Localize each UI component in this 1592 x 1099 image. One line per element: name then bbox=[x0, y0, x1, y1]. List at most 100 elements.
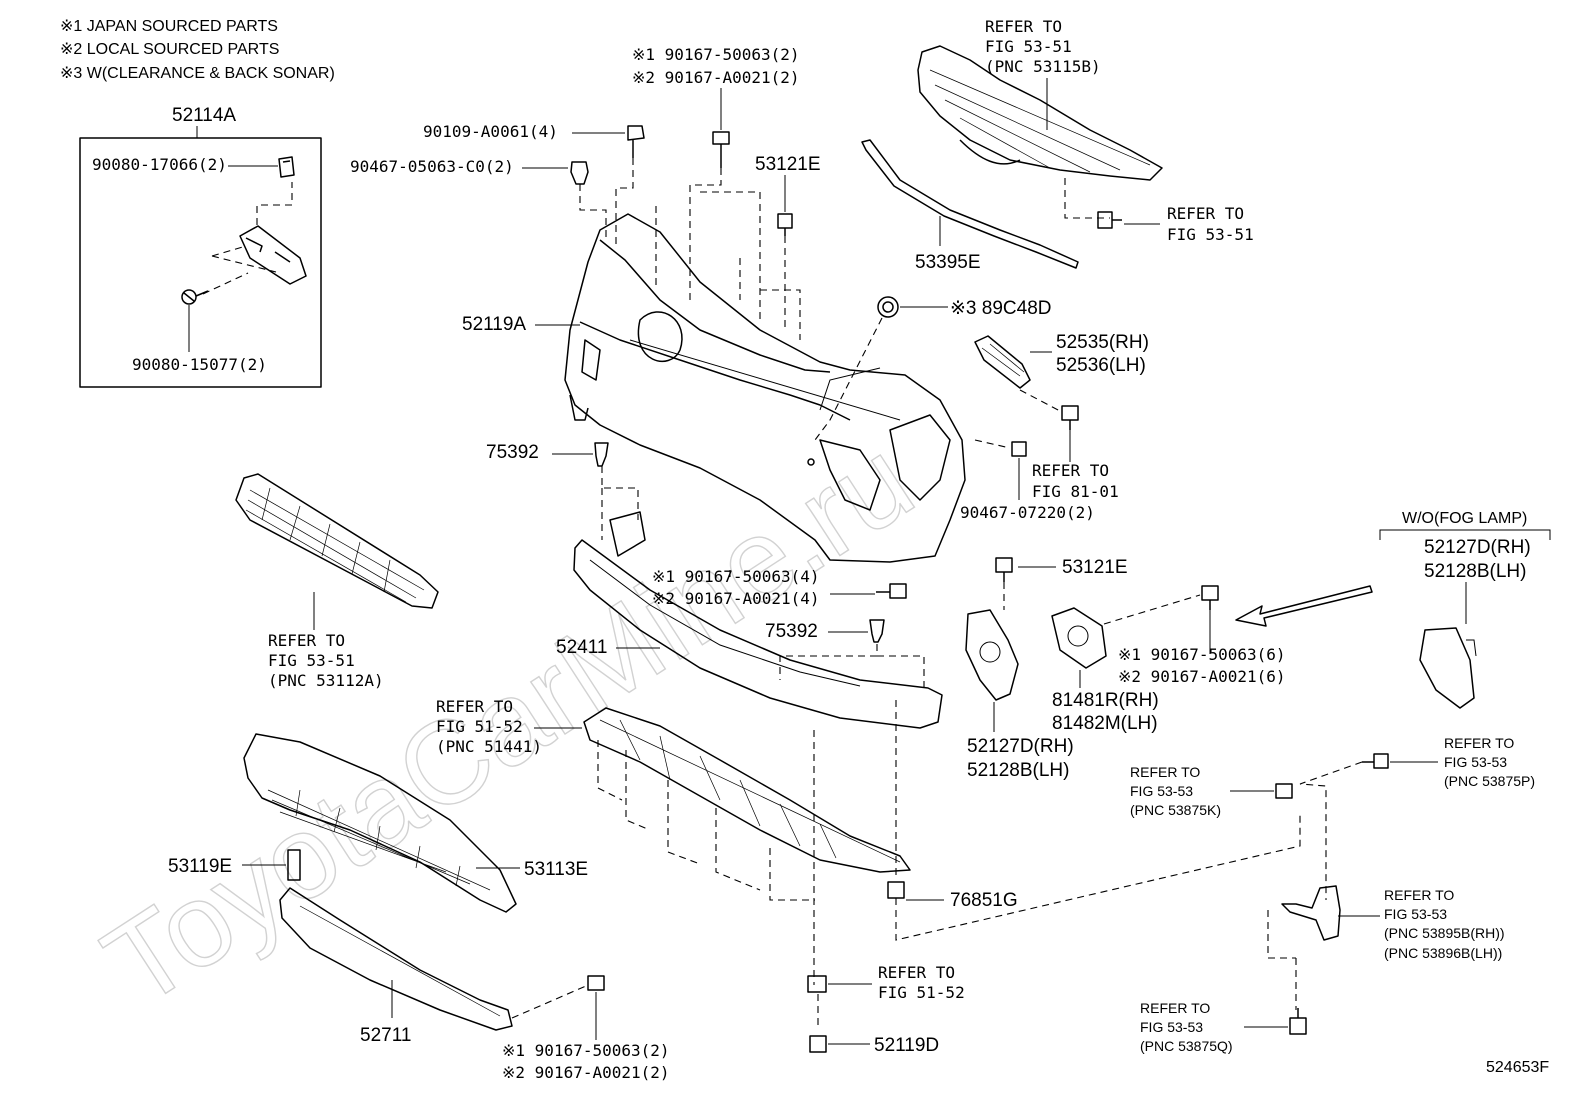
label-refer-5353-k1: REFER TO bbox=[1130, 764, 1200, 780]
label-refer-grille-2[interactable]: FIG 53-51 bbox=[268, 651, 355, 670]
label-refer-5152-a2[interactable]: FIG 51-52 bbox=[436, 717, 523, 736]
label-refer-5353-b3: (PNC 53895B(RH)) bbox=[1384, 925, 1505, 941]
label-refer-8101-2[interactable]: FIG 81-01 bbox=[1032, 482, 1119, 501]
label-refer-5353-q1: REFER TO bbox=[1140, 1000, 1210, 1016]
grille-53112a bbox=[235, 473, 439, 609]
label-right-fastener-1[interactable]: ※1 90167-50063(6) bbox=[1118, 645, 1286, 664]
clip-5351-icon bbox=[1097, 211, 1122, 229]
sonar-sensor-89c48d-icon bbox=[877, 296, 899, 318]
label-75392-a[interactable]: 75392 bbox=[486, 442, 539, 463]
underbody-cover-51441 bbox=[583, 707, 911, 873]
clip-53875p-icon bbox=[1362, 753, 1389, 769]
clip-75392-b-icon bbox=[869, 619, 885, 643]
fog-bracket-81481r bbox=[1051, 607, 1107, 669]
label-52119a[interactable]: 52119A bbox=[462, 314, 526, 335]
clip-5152-icon bbox=[807, 975, 827, 993]
label-refer-5152-b2[interactable]: FIG 51-52 bbox=[878, 983, 965, 1002]
bolt-90080-15077-icon bbox=[181, 289, 209, 305]
label-52128b[interactable]: 52128B(LH) bbox=[967, 760, 1069, 781]
label-refer-5351-b1: REFER TO bbox=[1167, 204, 1244, 223]
label-52127d-top[interactable]: 52127D(RH) bbox=[1424, 537, 1531, 558]
label-wo-fog-lamp: W/O(FOG LAMP) bbox=[1402, 510, 1527, 527]
label-53121e-top[interactable]: 53121E bbox=[755, 154, 821, 175]
label-53119e[interactable]: 53119E bbox=[168, 856, 232, 877]
inset-part-90080-17066[interactable]: 90080-17066(2) bbox=[92, 155, 227, 174]
label-53395e[interactable]: 53395E bbox=[915, 252, 981, 273]
bumper-cover-52119a bbox=[564, 213, 966, 563]
bolt-52119d-icon bbox=[809, 1035, 827, 1053]
bracket-53895b bbox=[1281, 885, 1341, 941]
label-refer-5353-p2[interactable]: FIG 53-53 bbox=[1444, 754, 1507, 770]
label-90467-05063[interactable]: 90467-05063-C0(2) bbox=[350, 157, 514, 176]
label-81482m[interactable]: 81482M(LH) bbox=[1052, 713, 1158, 734]
inset-title: 52114A bbox=[172, 105, 236, 126]
label-bottom-fastener-1[interactable]: ※1 90167-50063(2) bbox=[502, 1041, 670, 1060]
label-refer-grille-1: REFER TO bbox=[268, 631, 345, 650]
label-refer-5353-k3: (PNC 53875K) bbox=[1130, 802, 1221, 818]
label-refer-5353-b4: (PNC 53896B(LH)) bbox=[1384, 945, 1502, 961]
label-81481r[interactable]: 81481R(RH) bbox=[1052, 690, 1159, 711]
fog-cover-52127d-icon bbox=[1419, 627, 1477, 709]
label-52119d[interactable]: 52119D bbox=[874, 1035, 939, 1056]
legend-note-1: ※1 JAPAN SOURCED PARTS bbox=[60, 18, 278, 35]
label-top-fastener-1[interactable]: ※1 90167-50063(2) bbox=[632, 45, 800, 64]
clip-90467-05063-icon bbox=[570, 161, 589, 185]
figure-number: 524653F bbox=[1486, 1059, 1549, 1076]
label-89c48d[interactable]: ※3 89C48D bbox=[950, 298, 1051, 319]
skid-plate-52711 bbox=[279, 887, 513, 1031]
label-refer-5351-a3: (PNC 53115B) bbox=[985, 57, 1101, 76]
screw-90167-top-icon bbox=[712, 131, 730, 168]
label-mid-fastener-1[interactable]: ※1 90167-50063(4) bbox=[652, 567, 820, 586]
label-52535[interactable]: 52535(RH) bbox=[1056, 332, 1149, 353]
screw-90167-mid-icon bbox=[876, 583, 907, 599]
label-52127d[interactable]: 52127D(RH) bbox=[967, 736, 1074, 757]
inset-frame bbox=[79, 137, 322, 388]
label-refer-5353-q2[interactable]: FIG 53-53 bbox=[1140, 1019, 1203, 1035]
label-52711[interactable]: 52711 bbox=[360, 1025, 411, 1046]
label-52411[interactable]: 52411 bbox=[556, 637, 607, 658]
legend: ※1 JAPAN SOURCED PARTS ※2 LOCAL SOURCED … bbox=[60, 18, 335, 82]
bolt-90109-icon bbox=[627, 125, 645, 158]
label-refer-8101-1: REFER TO bbox=[1032, 461, 1109, 480]
screw-90167-right-icon bbox=[1201, 585, 1219, 610]
clip-53121e-top-icon bbox=[777, 213, 793, 236]
inset-part-90080-15077[interactable]: 90080-15077(2) bbox=[132, 355, 267, 374]
direction-arrow-icon bbox=[1235, 585, 1373, 627]
fog-bezel-52127d bbox=[965, 609, 1019, 701]
label-refer-grille-3: (PNC 53112A) bbox=[268, 671, 384, 690]
label-76851g[interactable]: 76851G bbox=[950, 890, 1018, 911]
label-refer-5152-a3: (PNC 51441) bbox=[436, 737, 542, 756]
clip-53121e-mid-icon bbox=[995, 557, 1013, 582]
label-refer-5351-a1: REFER TO bbox=[985, 17, 1062, 36]
label-bottom-fastener-2[interactable]: ※2 90167-A0021(2) bbox=[502, 1063, 670, 1082]
label-75392-b[interactable]: 75392 bbox=[765, 621, 818, 642]
label-refer-5353-p1: REFER TO bbox=[1444, 735, 1514, 751]
clip-75392-a-icon bbox=[594, 442, 609, 467]
label-90109-a0061[interactable]: 90109-A0061(4) bbox=[423, 122, 558, 141]
label-52128b-top[interactable]: 52128B(LH) bbox=[1424, 561, 1526, 582]
pad-53119e-icon bbox=[287, 849, 301, 881]
label-refer-5353-k2[interactable]: FIG 53-53 bbox=[1130, 783, 1193, 799]
label-53121e-mid[interactable]: 53121E bbox=[1062, 557, 1128, 578]
label-refer-5152-b1: REFER TO bbox=[878, 963, 955, 982]
label-53113e[interactable]: 53113E bbox=[524, 859, 588, 880]
label-mid-fastener-2[interactable]: ※2 90167-A0021(4) bbox=[652, 589, 820, 608]
bumper-lower-52411 bbox=[573, 511, 943, 729]
label-refer-5351-b2[interactable]: FIG 53-51 bbox=[1167, 225, 1254, 244]
label-refer-5351-a2[interactable]: FIG 53-51 bbox=[985, 37, 1072, 56]
label-top-fastener-2[interactable]: ※2 90167-A0021(2) bbox=[632, 68, 800, 87]
legend-note-3: ※3 W(CLEARANCE & BACK SONAR) bbox=[60, 65, 335, 82]
inset-52114a: 52114A 90080-17066(2) 90080-15077(2) bbox=[79, 105, 322, 388]
retainer-52535-icon bbox=[974, 335, 1031, 389]
label-52536[interactable]: 52536(LH) bbox=[1056, 355, 1146, 376]
bolt-8101-icon bbox=[1061, 405, 1079, 430]
absorber-53115b bbox=[917, 45, 1163, 181]
label-refer-5152-a1: REFER TO bbox=[436, 697, 513, 716]
label-refer-5353-b2[interactable]: FIG 53-53 bbox=[1384, 906, 1447, 922]
legend-note-2: ※2 LOCAL SOURCED PARTS bbox=[60, 41, 279, 58]
label-90467-07220[interactable]: 90467-07220(2) bbox=[960, 503, 1095, 522]
moulding-53395e bbox=[861, 139, 1079, 269]
label-right-fastener-2[interactable]: ※2 90167-A0021(6) bbox=[1118, 667, 1286, 686]
label-refer-5353-p3: (PNC 53875P) bbox=[1444, 773, 1535, 789]
